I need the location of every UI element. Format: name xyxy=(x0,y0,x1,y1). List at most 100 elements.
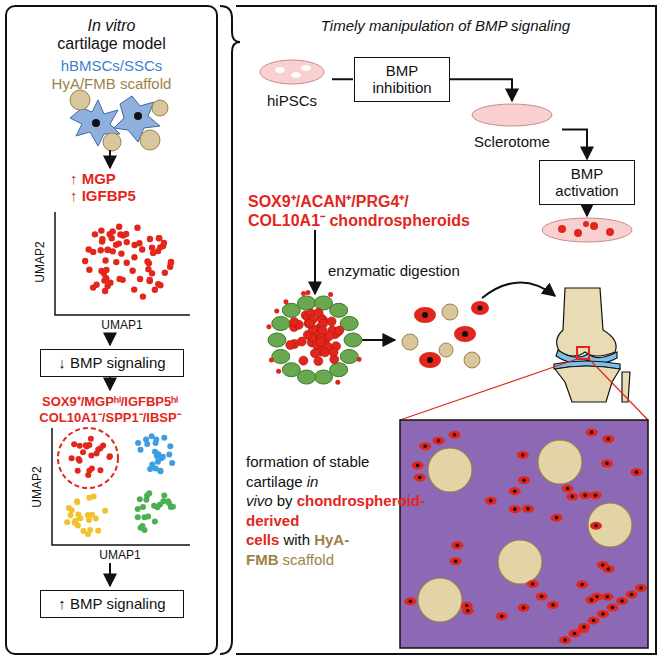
cartilage-inset xyxy=(551,603,555,607)
cartilage-inset xyxy=(569,630,581,638)
chondrospheroid xyxy=(290,318,299,327)
cartilage-inset xyxy=(611,606,615,610)
culture-dish xyxy=(583,221,589,227)
umap-clusters xyxy=(64,433,176,537)
cartilage-inset xyxy=(601,612,605,616)
chondrospheroid xyxy=(329,348,338,357)
cartilage-inset xyxy=(527,580,539,588)
cartilage-inset xyxy=(518,476,530,484)
cartilage-inset xyxy=(437,439,441,443)
umap-clusters xyxy=(166,452,172,458)
caption-text: scaffold xyxy=(283,551,334,568)
culture-dish xyxy=(291,72,301,78)
caption-block: formation of stable cartilagein vivobych… xyxy=(246,452,396,569)
cartilage-inset xyxy=(586,428,598,436)
cartilage-inset xyxy=(466,609,470,613)
cartilage-inset xyxy=(521,453,525,457)
umap-clusters xyxy=(77,443,83,449)
digested-cells xyxy=(427,357,433,363)
umap-clusters xyxy=(66,505,72,511)
cell-scaffold-illustration xyxy=(92,119,100,127)
chondrospheroid xyxy=(328,292,333,297)
cell-scaffold-illustration xyxy=(103,133,121,151)
flow-arrow xyxy=(314,230,316,294)
chondrospheroid xyxy=(325,332,334,341)
cartilage-inset xyxy=(454,559,458,563)
chondrospheroid xyxy=(330,303,348,317)
cartilage-inset xyxy=(547,601,559,609)
cartilage-inset xyxy=(423,444,427,448)
chondrospheroid xyxy=(268,333,286,347)
culture-dish xyxy=(472,104,552,126)
umap-dots xyxy=(162,270,168,276)
chondrospheroid xyxy=(316,337,325,346)
cartilage-inset xyxy=(409,600,413,604)
cartilage-inset xyxy=(485,497,497,505)
chondrospheroid xyxy=(283,299,288,304)
process-box: BMP inhibition xyxy=(354,57,450,102)
flow-arrow xyxy=(109,333,111,345)
cartilage-inset xyxy=(585,596,597,604)
cartilage-inset xyxy=(606,595,610,599)
cartilage-inset xyxy=(555,516,559,520)
umap-clusters xyxy=(88,436,94,442)
cartilage-inset xyxy=(551,514,563,522)
cartilage-inset xyxy=(578,623,590,631)
umap-clusters xyxy=(85,531,91,537)
umap-dots xyxy=(116,223,122,229)
umap-dots xyxy=(167,264,173,270)
node-text: BMP activation xyxy=(540,165,634,200)
process-box: ↓ BMP signaling xyxy=(40,349,184,377)
cartilage-inset xyxy=(517,451,529,459)
annotation: COL10A1⁻/SPP1⁻/IBSP⁻ xyxy=(39,408,180,426)
cartilage-inset xyxy=(538,440,582,484)
culture-dish xyxy=(301,65,311,71)
umap-dots xyxy=(150,250,156,256)
digested-cells xyxy=(439,343,453,357)
cartilage-inset xyxy=(462,607,474,615)
connector xyxy=(332,78,353,80)
umap-dots xyxy=(134,225,140,231)
cartilage-inset xyxy=(620,599,624,603)
chondrospheroid xyxy=(314,370,332,384)
digested-cells xyxy=(442,304,458,320)
cartilage-inset xyxy=(522,478,526,482)
umap-dots xyxy=(149,270,155,276)
cartilage-inset xyxy=(412,461,424,469)
umap-dots xyxy=(98,227,104,233)
chondrospheroid xyxy=(327,317,336,326)
process-box: ↑ BMP signaling xyxy=(40,590,184,618)
annotation: ↑ MGP xyxy=(70,170,116,187)
cartilage-inset xyxy=(580,583,584,587)
flow-arrow xyxy=(109,563,111,586)
cartilage-inset xyxy=(416,464,420,468)
cartilage-inset xyxy=(418,578,462,622)
umap-clusters xyxy=(64,519,70,525)
cartilage-inset xyxy=(590,431,594,435)
chondrospheroid xyxy=(344,333,362,347)
cartilage-inset xyxy=(509,505,521,513)
umap-clusters xyxy=(89,466,95,472)
chondrospheroid xyxy=(321,348,330,357)
cartilage-inset xyxy=(428,448,472,492)
digested-cells xyxy=(402,334,418,350)
umap-clusters xyxy=(86,495,92,501)
umap-clusters xyxy=(77,458,83,464)
culture-dish xyxy=(558,225,566,233)
node-text: Timely manipulation of BMP signaling xyxy=(236,17,655,34)
umap-dots xyxy=(120,232,126,238)
culture-dish xyxy=(275,67,285,73)
umap-clusters xyxy=(75,522,81,528)
chondrospheroid xyxy=(286,341,295,350)
cartilage-inset xyxy=(582,625,586,629)
chondrospheroid xyxy=(276,369,281,374)
axis-label: UMAP1 xyxy=(99,548,140,562)
flow-arrow xyxy=(109,377,111,390)
cartilage-inset xyxy=(597,610,609,618)
umap-clusters xyxy=(149,433,155,439)
node-text: hiPSCs xyxy=(252,92,332,109)
digested-cells xyxy=(414,307,436,323)
umap-clusters xyxy=(169,460,175,466)
umap-clusters xyxy=(161,493,167,499)
umap-clusters xyxy=(71,441,77,447)
